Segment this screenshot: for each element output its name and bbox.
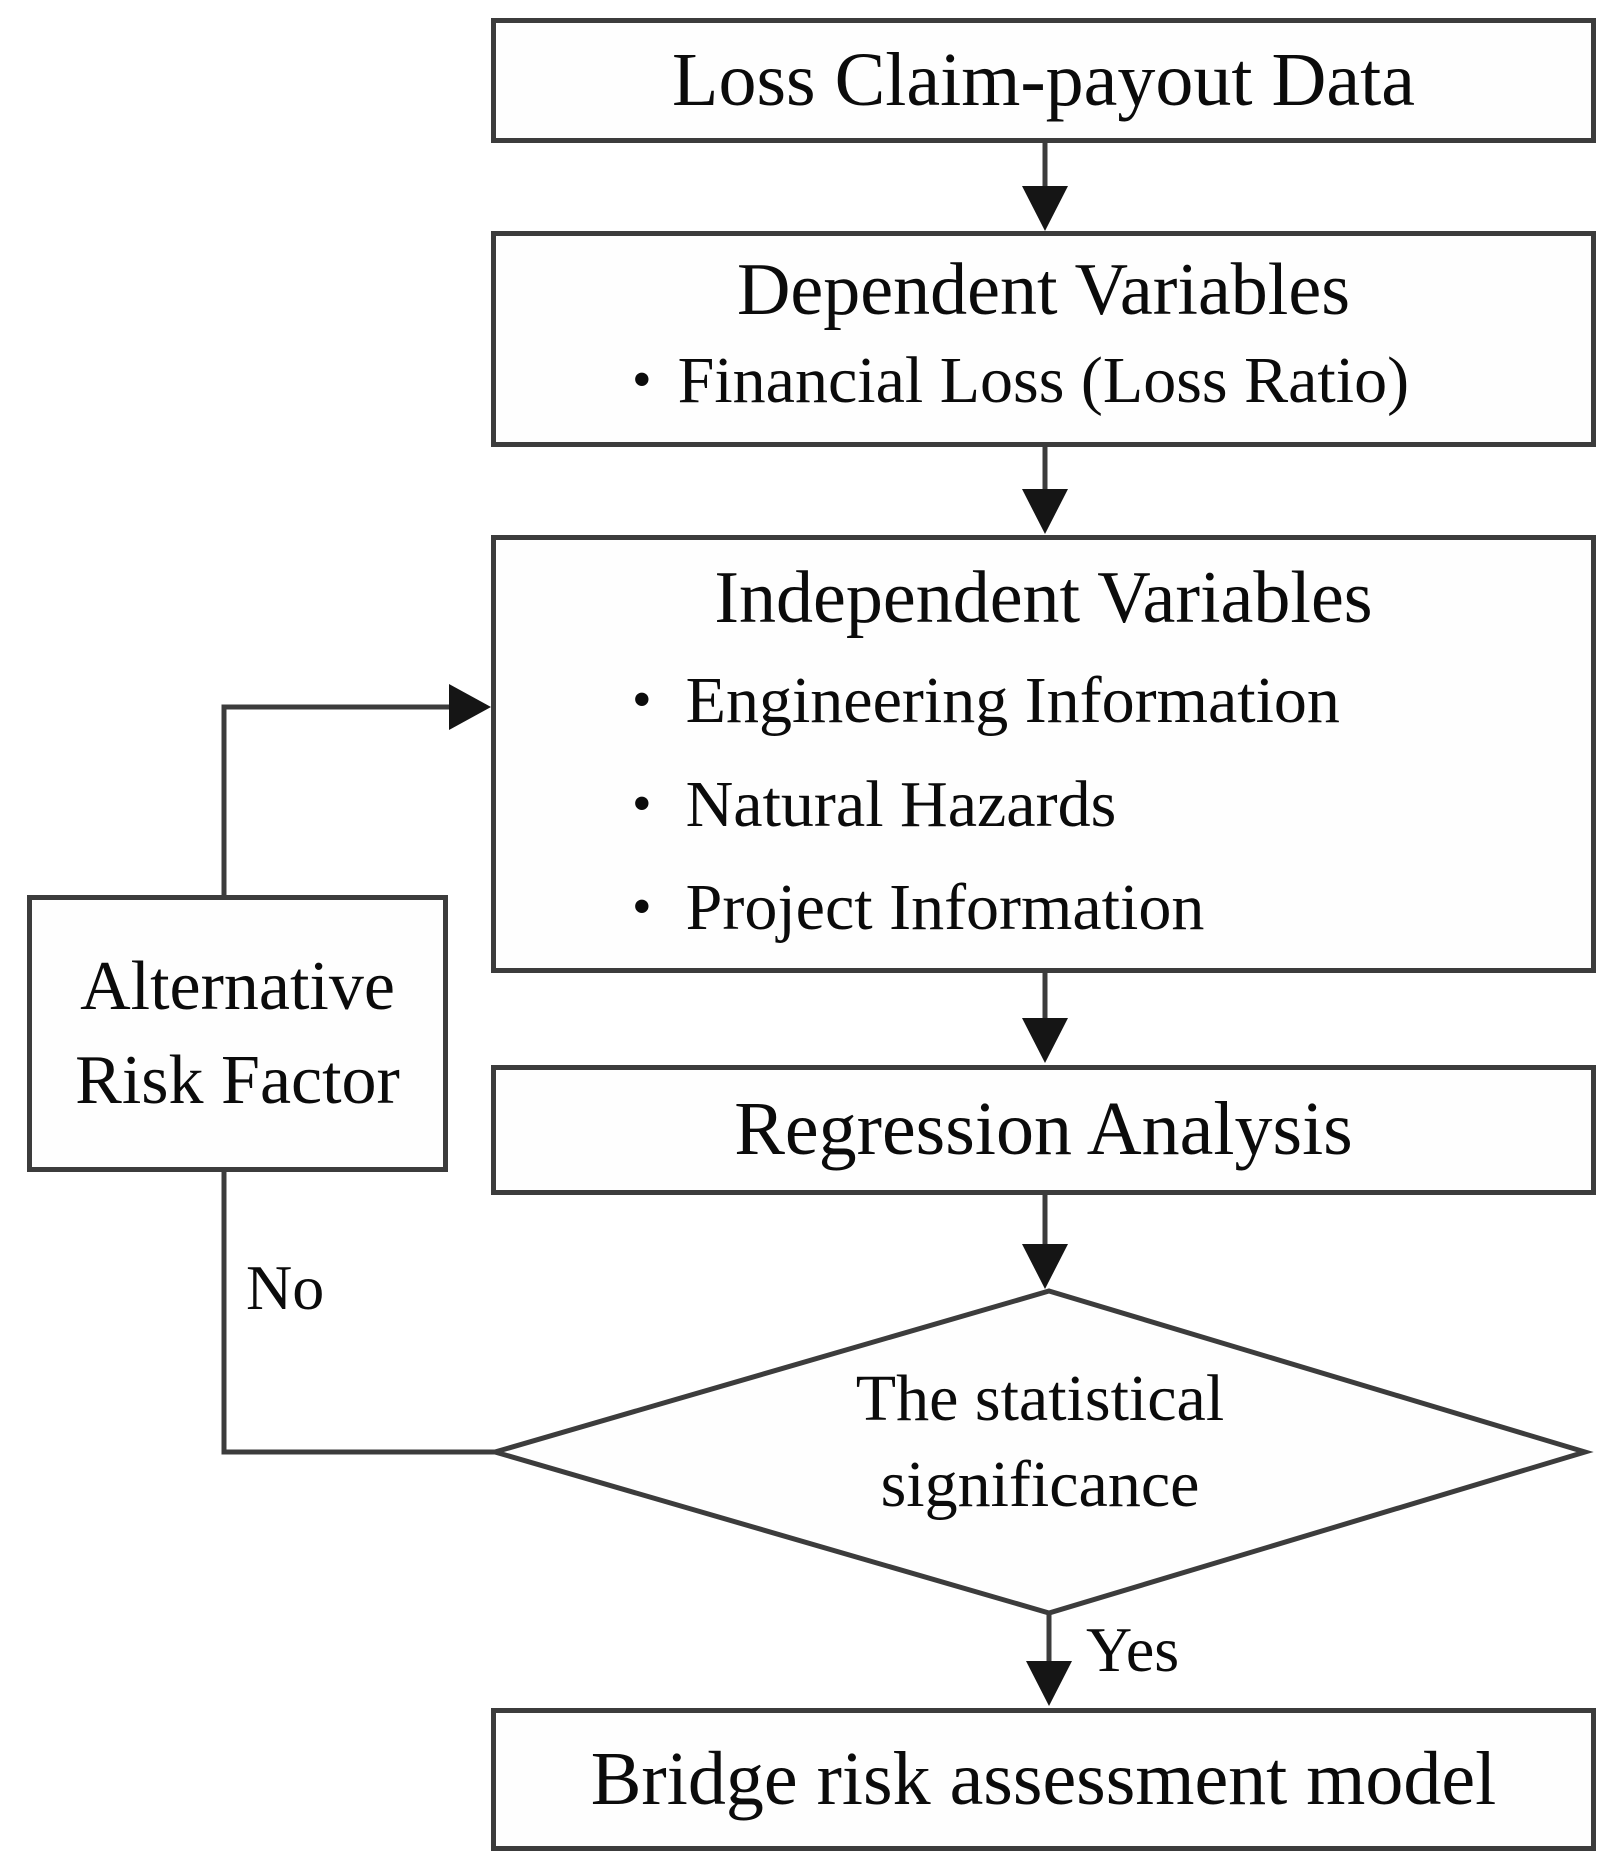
node-decision-statistical-significance: The statistical significance [495, 1281, 1585, 1603]
alternative-risk-factor-line2: Risk Factor [75, 1041, 400, 1119]
bullet-item-project-information: • Project Information [520, 870, 1567, 944]
node-independent-variables: Independent Variables • Engineering Info… [491, 535, 1596, 973]
arrow-loss-to-dependent-head-icon [1022, 186, 1068, 231]
bullet-item-natural-hazards-label: Natural Hazards [685, 767, 1117, 841]
node-bridge-risk-assessment-model-label: Bridge risk assessment model [590, 1736, 1497, 1821]
bullet-item-financial-loss: • Financial Loss (Loss Ratio) [520, 344, 1567, 418]
node-regression-analysis: Regression Analysis [491, 1065, 1596, 1195]
node-regression-analysis-label: Regression Analysis [734, 1087, 1353, 1172]
bullet-icon: • [632, 669, 652, 732]
dependent-variables-bullet-list: • Financial Loss (Loss Ratio) [520, 344, 1567, 418]
bullet-item-engineering-information: • Engineering Information [520, 664, 1567, 738]
edge-label-yes: Yes [1086, 1614, 1180, 1685]
arrow-dependent-to-independent-head-icon [1022, 489, 1068, 534]
independent-variables-title: Independent Variables [714, 557, 1373, 639]
node-loss-claim-payout-data: Loss Claim-payout Data [491, 18, 1596, 143]
bullet-icon: • [632, 875, 652, 938]
node-bridge-risk-assessment-model: Bridge risk assessment model [491, 1708, 1596, 1851]
dependent-variables-title: Dependent Variables [736, 249, 1351, 331]
bullet-icon: • [632, 772, 652, 835]
node-alternative-risk-factor: Alternative Risk Factor [27, 895, 448, 1172]
arrow-regression-to-decision-head-icon [1022, 1244, 1068, 1289]
decision-label-line2: significance [880, 1448, 1200, 1521]
edge-label-no: No [246, 1252, 325, 1323]
bullet-item-financial-loss-label: Financial Loss (Loss Ratio) [677, 344, 1410, 418]
bullet-icon: • [632, 349, 652, 412]
arrow-independent-to-regression-head-icon [1022, 1018, 1068, 1063]
bullet-item-natural-hazards: • Natural Hazards [520, 767, 1567, 841]
bullet-item-engineering-information-label: Engineering Information [685, 664, 1340, 738]
decision-label-line1: The statistical [855, 1362, 1225, 1436]
independent-variables-bullet-list: • Engineering Information • Natural Haza… [520, 665, 1567, 943]
feedback-arrowhead-icon [449, 684, 491, 730]
arrow-decision-to-result-head-icon [1026, 1661, 1072, 1706]
node-dependent-variables: Dependent Variables • Financial Loss (Lo… [491, 231, 1596, 447]
alternative-risk-factor-line1: Alternative [80, 947, 395, 1025]
bullet-item-project-information-label: Project Information [685, 870, 1205, 944]
node-loss-claim-payout-data-label: Loss Claim-payout Data [672, 37, 1415, 122]
